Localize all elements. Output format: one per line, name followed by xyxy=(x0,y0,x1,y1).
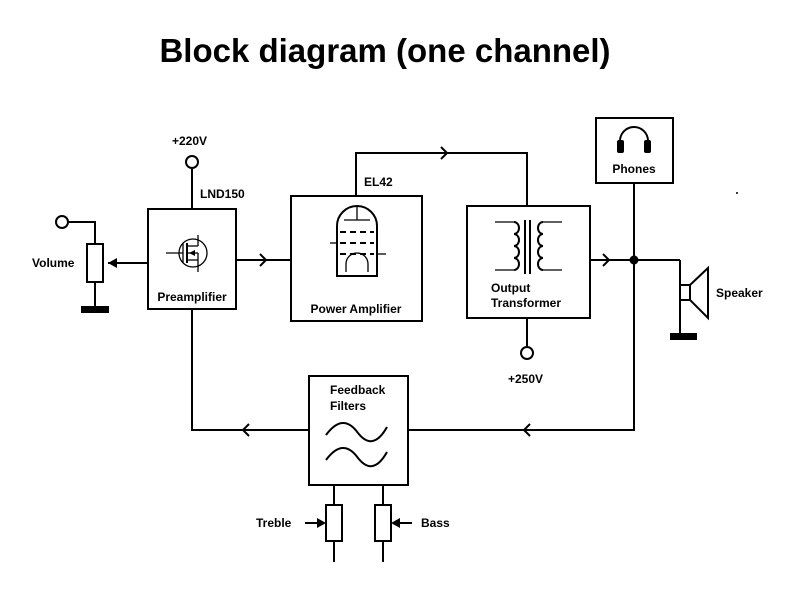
supply-terminal-220v xyxy=(185,155,199,169)
input-terminal xyxy=(55,215,69,229)
phones-block[interactable]: Phones xyxy=(595,117,674,184)
wiper-arrow-icon xyxy=(391,518,400,528)
power-amplifier-block[interactable]: Power Amplifier xyxy=(290,195,423,322)
arrow-right-icon xyxy=(440,146,449,160)
feedback-label-line1: Feedback xyxy=(330,383,386,397)
signal-arrows xyxy=(108,146,611,437)
output-transformer-block[interactable]: Output Transformer xyxy=(466,205,591,319)
feedback-filters-block[interactable]: Feedback Filters xyxy=(308,375,409,486)
bass-control[interactable]: Bass xyxy=(374,504,450,542)
supply-label-220v: +220V xyxy=(172,134,207,148)
power-tube-label: EL42 xyxy=(364,175,393,189)
arrow-left-icon xyxy=(241,423,250,437)
bass-label: Bass xyxy=(421,516,450,530)
preamplifier-block[interactable]: Preamplifier xyxy=(147,208,237,310)
output-transformer-label-line2: Transformer xyxy=(491,296,561,310)
supply-terminal-250v xyxy=(520,346,534,360)
arrow-left-icon xyxy=(522,423,531,437)
ground-icon xyxy=(670,333,697,340)
feedback-label-line2: Filters xyxy=(330,399,366,413)
phones-label: Phones xyxy=(612,162,656,176)
preamplifier-label: Preamplifier xyxy=(157,290,227,304)
output-junction xyxy=(629,255,639,265)
filter-waves-icon xyxy=(325,422,388,468)
volume-label: Volume xyxy=(32,256,75,270)
supply-label-250v: +250V xyxy=(508,372,543,386)
arrow-right-icon xyxy=(259,253,268,267)
wiper-arrow-icon xyxy=(317,518,326,528)
speaker-icon xyxy=(679,265,709,321)
treble-control[interactable]: Treble xyxy=(256,504,343,542)
potentiometer-icon xyxy=(374,504,392,542)
speaker-label: Speaker xyxy=(716,286,763,300)
diagram-title: Block diagram (one channel) xyxy=(159,32,610,69)
arrow-right-icon xyxy=(602,253,611,267)
speaker[interactable]: Speaker xyxy=(670,265,763,340)
power-amplifier-label: Power Amplifier xyxy=(311,302,402,316)
mosfet-icon xyxy=(166,235,208,272)
output-transformer-label-line1: Output xyxy=(491,281,530,295)
potentiometer-icon xyxy=(325,504,343,542)
arrow-left-icon xyxy=(108,258,117,268)
pentode-tube-icon xyxy=(330,205,386,277)
treble-label: Treble xyxy=(256,516,292,530)
ground-icon xyxy=(81,306,109,313)
transformer-icon xyxy=(495,220,562,274)
preamp-device-label: LND150 xyxy=(200,187,245,201)
stray-dot xyxy=(736,192,738,194)
potentiometer-icon xyxy=(86,243,104,283)
volume-control[interactable]: Volume xyxy=(32,215,109,313)
headphones-icon xyxy=(617,126,651,153)
